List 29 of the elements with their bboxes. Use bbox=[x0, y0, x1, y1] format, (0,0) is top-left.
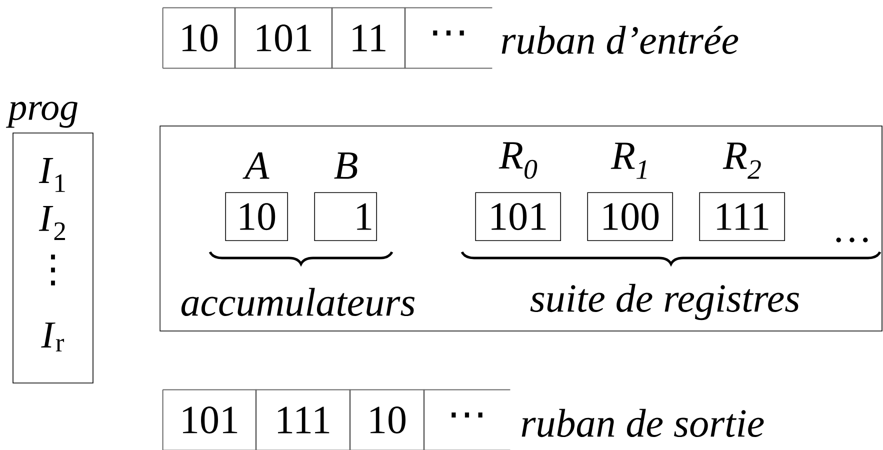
register-name: R$_{1}$ bbox=[610, 142, 646, 179]
register-name: R$_{0}$ bbox=[498, 142, 538, 179]
instruction-label: ⋮ bbox=[51, 254, 55, 286]
register-name: R$_{2}$ bbox=[722, 142, 761, 179]
instruction-label: I$_{1}$ bbox=[38, 158, 65, 192]
register-box: 111 bbox=[699, 192, 785, 241]
register-name: A bbox=[242, 152, 270, 179]
brace-label: suite de registres bbox=[530, 284, 799, 320]
ellipsis: … bbox=[836, 238, 868, 242]
tape-cell: 101 bbox=[162, 389, 257, 450]
brace-label: accumulateurs bbox=[181, 288, 415, 316]
memory-panel bbox=[160, 126, 882, 332]
tape-cell: ⋯ bbox=[404, 7, 493, 69]
tape-cell: 101 bbox=[234, 7, 333, 69]
tape-cell: 10 bbox=[162, 7, 236, 69]
register-box: 10 bbox=[225, 192, 288, 241]
register-name: B bbox=[334, 152, 358, 179]
instruction-label: I$_{r}$ bbox=[41, 322, 64, 352]
register-box: 1 bbox=[314, 192, 377, 241]
tape-cell: 111 bbox=[255, 389, 351, 450]
instruction-label: I$_{2}$ bbox=[38, 206, 65, 240]
register-box: 100 bbox=[587, 192, 673, 241]
tape-cell: ⋯ bbox=[423, 389, 511, 450]
tape-label: ruban de sortie bbox=[522, 408, 764, 438]
program-label: prog bbox=[6, 102, 78, 128]
tape-label: ruban d’entrée bbox=[502, 26, 738, 54]
tape-cell: 10 bbox=[349, 389, 425, 450]
register-box: 101 bbox=[475, 192, 561, 241]
tape-cell: 11 bbox=[331, 7, 406, 69]
